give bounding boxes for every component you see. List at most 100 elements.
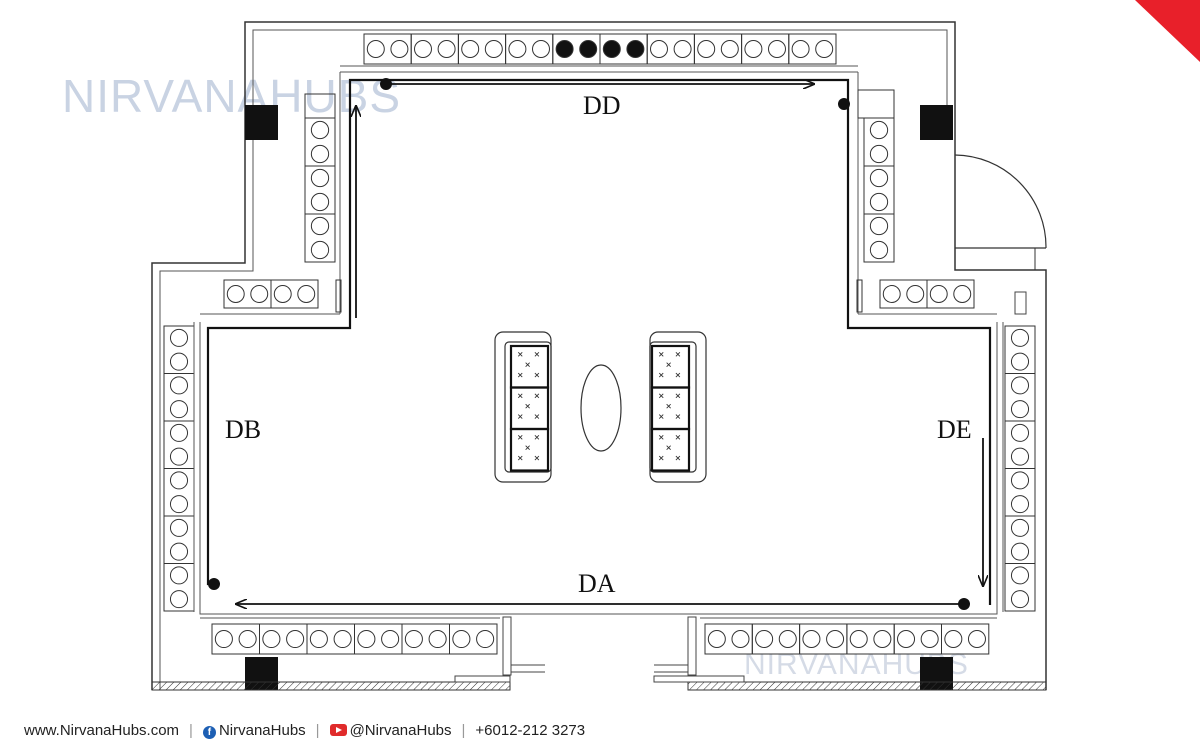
display-slot bbox=[579, 40, 598, 58]
sofa-cushion bbox=[509, 427, 550, 472]
display-slot bbox=[333, 629, 352, 649]
display-slot bbox=[508, 40, 527, 58]
display-cell bbox=[879, 279, 928, 309]
display-cell bbox=[304, 165, 336, 215]
display-slot bbox=[169, 566, 189, 585]
display-cells bbox=[163, 33, 1036, 655]
label-db: DB bbox=[225, 415, 261, 444]
inner-wall-line bbox=[159, 29, 948, 690]
path-start-dot bbox=[380, 78, 392, 90]
label-da: DA bbox=[578, 569, 616, 598]
separator: | bbox=[461, 721, 466, 739]
display-cell bbox=[505, 33, 554, 65]
label-de: DE bbox=[937, 415, 972, 444]
display-slot bbox=[452, 629, 471, 649]
youtube-icon bbox=[329, 723, 347, 736]
phone-number: +6012-212 3273 bbox=[475, 721, 586, 739]
display-cell bbox=[223, 279, 272, 309]
display-slot bbox=[310, 168, 330, 188]
display-slot bbox=[169, 495, 189, 514]
display-cell bbox=[1004, 420, 1036, 469]
display-slot bbox=[720, 40, 739, 58]
sofa-cushions bbox=[509, 344, 691, 472]
display-slot bbox=[169, 518, 189, 537]
display-slot bbox=[169, 471, 189, 490]
display-slot bbox=[673, 40, 692, 58]
display-slot bbox=[286, 629, 305, 649]
display-slot bbox=[869, 240, 889, 260]
display-slot bbox=[920, 629, 939, 649]
display-slot bbox=[273, 285, 292, 303]
display-slot bbox=[404, 629, 423, 649]
facebook-icon: f bbox=[202, 725, 216, 739]
facebook-handle: NirvanaHubs bbox=[218, 721, 306, 739]
display-slot bbox=[169, 423, 189, 442]
pillar bbox=[245, 105, 278, 140]
display-cell bbox=[1004, 468, 1036, 517]
watermark-logo: NIRVANAHUBS bbox=[62, 70, 401, 122]
display-slot bbox=[849, 629, 868, 649]
display-slot bbox=[390, 40, 409, 58]
display-slot bbox=[707, 629, 726, 649]
display-slot bbox=[310, 192, 330, 212]
display-slot bbox=[869, 216, 889, 236]
display-cell bbox=[1004, 373, 1036, 422]
display-slot bbox=[1010, 542, 1030, 561]
website-link[interactable]: www.NirvanaHubs.com bbox=[24, 721, 180, 739]
display-cell bbox=[304, 117, 336, 167]
display-slot bbox=[826, 629, 845, 649]
display-cell bbox=[410, 33, 459, 65]
display-slot bbox=[1010, 352, 1030, 371]
display-slot bbox=[815, 40, 834, 58]
flow-arrows bbox=[236, 84, 983, 604]
display-slot bbox=[906, 285, 925, 303]
display-slot bbox=[768, 40, 786, 58]
display-cell bbox=[693, 33, 743, 65]
display-slot bbox=[602, 40, 621, 58]
door bbox=[954, 154, 1047, 271]
display-slot bbox=[697, 40, 716, 58]
display-cell bbox=[259, 623, 308, 655]
path-dot bbox=[958, 598, 970, 610]
display-slot bbox=[1010, 518, 1030, 537]
sofa-left bbox=[494, 331, 552, 483]
display-slot bbox=[414, 40, 432, 58]
display-cell bbox=[354, 623, 403, 655]
display-slot bbox=[169, 542, 189, 561]
pillar bbox=[920, 105, 953, 140]
floor-hatch-right bbox=[687, 681, 1047, 691]
display-slot bbox=[310, 120, 330, 140]
display-slot bbox=[310, 144, 330, 164]
display-slot bbox=[1010, 471, 1030, 490]
display-slot bbox=[214, 629, 233, 649]
display-cell bbox=[306, 623, 355, 655]
display-cell bbox=[211, 623, 260, 655]
display-slot bbox=[755, 629, 774, 649]
separator: | bbox=[315, 721, 320, 739]
display-slot bbox=[1010, 400, 1030, 419]
display-cell bbox=[788, 33, 837, 65]
display-slot bbox=[744, 40, 763, 58]
display-slot bbox=[366, 40, 385, 58]
display-cell bbox=[163, 373, 195, 422]
display-slot bbox=[309, 629, 328, 649]
display-slot bbox=[731, 629, 750, 649]
youtube-link[interactable]: @NirvanaHubs bbox=[329, 721, 452, 739]
youtube-handle: @NirvanaHubs bbox=[349, 721, 452, 739]
shelf-rail bbox=[199, 322, 998, 615]
separator: | bbox=[189, 721, 193, 739]
display-cell bbox=[941, 623, 990, 655]
path-dot bbox=[208, 578, 220, 590]
display-slot bbox=[250, 285, 269, 303]
fixture bbox=[1014, 291, 1027, 315]
display-slot bbox=[532, 40, 550, 58]
display-cell bbox=[1004, 515, 1036, 564]
display-slot bbox=[882, 285, 901, 303]
display-slot bbox=[791, 40, 810, 58]
display-cell bbox=[163, 515, 195, 564]
display-slot bbox=[169, 376, 189, 395]
display-slot bbox=[1010, 590, 1030, 609]
corner-accent bbox=[1135, 0, 1200, 62]
